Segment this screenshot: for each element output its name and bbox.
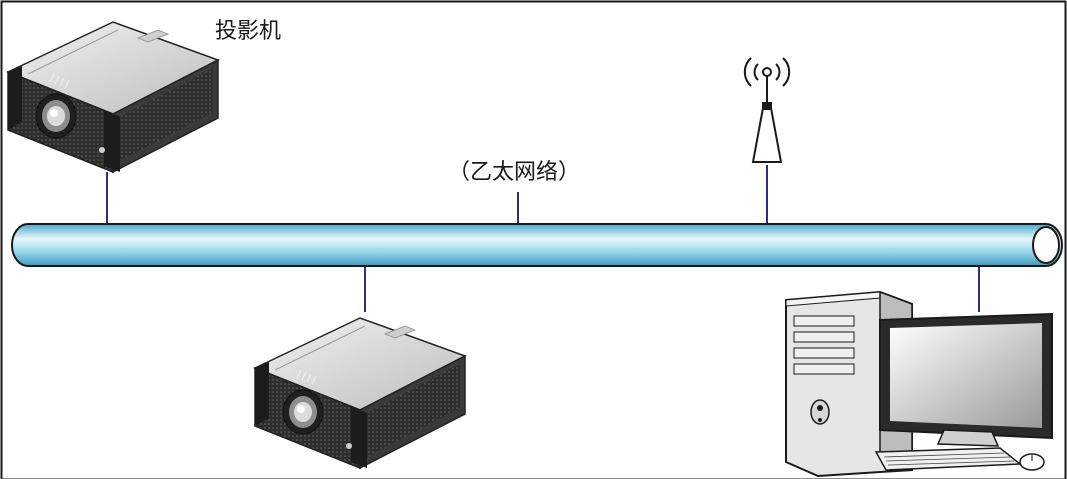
projector-icon [254, 317, 466, 469]
desktop-computer-icon [785, 290, 1053, 478]
projector-label: 投影机 [215, 19, 282, 44]
ethernet-network-label: （乙太网络） [448, 160, 581, 185]
ethernet-pipe [11, 223, 1063, 267]
wireless-antenna-icon [743, 57, 791, 163]
projector-icon [7, 21, 219, 173]
connector-lines [106, 165, 980, 312]
